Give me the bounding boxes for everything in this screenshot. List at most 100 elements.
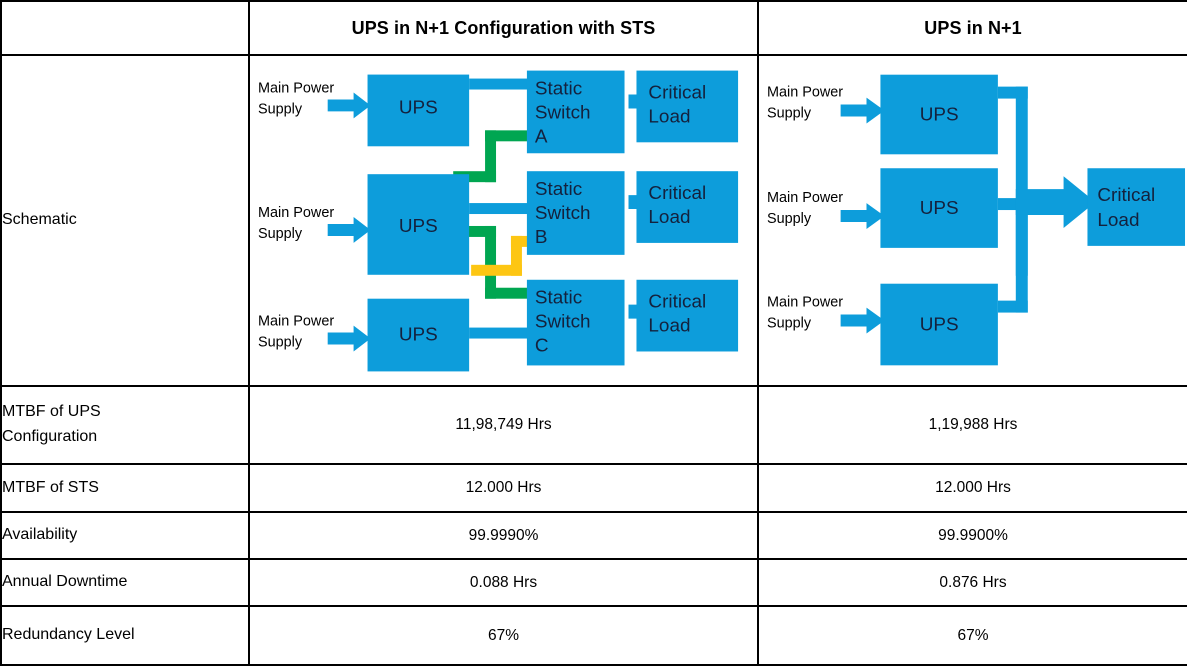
plain-source-1-line2: Supply (767, 105, 812, 121)
source-label-3-line2: Supply (258, 335, 303, 351)
static-switch-c-line2: Switch (535, 312, 591, 333)
link-ups2-to-switch-b (469, 203, 573, 215)
row-label-mtbf-ups-line2: Configuration (2, 428, 98, 445)
ups-block-plain-1 (880, 74, 998, 155)
ups-block-plain-3-label: UPS (920, 314, 959, 335)
table-row-availability: Availability 99.9990% 99.9900% (0, 511, 1187, 560)
table-row-schematic: Schematic (0, 54, 1187, 387)
source-label-3-line1: Main Power (258, 314, 334, 330)
header-ups-n1-with-sts: UPS in N+1 Configuration with STS (248, 0, 759, 56)
value-availability-plain: 99.9900% (757, 511, 1187, 560)
static-switch-b-block (526, 171, 625, 255)
arrow-source-to-ups-1 (327, 92, 371, 119)
ups-block-3 (367, 298, 470, 372)
plain-source-3-line1: Main Power (767, 295, 843, 311)
schematic-ups-n1-with-sts: Main Power Supply UPS Static Switch A Cr… (248, 54, 759, 387)
bus-vertical-upper (1015, 86, 1028, 276)
link-ups1-to-switch-a (469, 78, 573, 90)
critical-load-3-line1: Critical (648, 292, 706, 313)
schematic-plain-diagram: Main Power Supply UPS Main Power Supply … (767, 74, 1186, 366)
ups-block-2-label: UPS (399, 216, 438, 237)
plain-row-3: Main Power Supply UPS (767, 283, 998, 366)
ups-block-plain-3 (880, 283, 998, 366)
link-green-from-ups2-down (453, 225, 497, 237)
critical-load-3-line2: Load (648, 316, 690, 337)
plain-row-1: Main Power Supply UPS (767, 74, 998, 155)
table-row-mtbf-sts: MTBF of STS 12.000 Hrs 12.000 Hrs (0, 463, 1187, 513)
table-row-annual-downtime: Annual Downtime 0.088 Hrs 0.876 Hrs (0, 558, 1187, 607)
value-redundancy-sts: 67% (248, 605, 759, 666)
source-label-2-line2: Supply (258, 226, 303, 242)
ups-block-1 (367, 74, 470, 147)
schematic-sts-diagram: Main Power Supply UPS Static Switch A Cr… (258, 70, 739, 372)
value-redundancy-plain: 67% (757, 605, 1187, 666)
link-ups3-to-switch-c (469, 327, 573, 339)
source-label-1-line2: Supply (258, 101, 303, 117)
bus-stub-ups2 (997, 198, 1028, 211)
sts-row-3: Main Power Supply UPS Static Switch C Cr… (258, 279, 739, 372)
critical-load-plain-line1: Critical (1097, 185, 1155, 206)
critical-load-block-1 (636, 70, 739, 143)
value-availability-sts: 99.9990% (248, 511, 759, 560)
link-green-vertical-1 (485, 130, 497, 183)
static-switch-b-line1: Static (535, 179, 582, 200)
ups-block-plain-2-label: UPS (920, 198, 959, 219)
link-yellow-to-ups3 (471, 264, 522, 276)
ups-block-3-label: UPS (399, 325, 438, 346)
value-mtbf-sts-col-sts: 12.000 Hrs (248, 463, 759, 513)
ups-block-plain-1-label: UPS (920, 104, 959, 125)
row-label-mtbf-ups-line1: MTBF of UPS (2, 403, 101, 421)
value-mtbf-sts-col-plain: 12.000 Hrs (757, 463, 1187, 513)
row-label-redundancy-level: Redundancy Level (0, 605, 250, 666)
plain-source-3-line2: Supply (767, 315, 812, 331)
schematic-ups-n1: Main Power Supply UPS Main Power Supply … (757, 54, 1187, 387)
header-ups-n1: UPS in N+1 (757, 0, 1187, 56)
table-header-row: UPS in N+1 Configuration with STS UPS in… (0, 0, 1187, 56)
static-switch-b-line2: Switch (535, 203, 591, 224)
static-switch-c-line3: C (535, 335, 549, 356)
value-mtbf-ups-plain: 1,19,988 Hrs (757, 385, 1187, 465)
ups-block-1-label: UPS (399, 97, 438, 118)
table-row-redundancy-level: Redundancy Level 67% 67% (0, 605, 1187, 666)
value-annual-downtime-sts: 0.088 Hrs (248, 558, 759, 607)
link-yellow-vertical (510, 235, 522, 276)
sts-row-2: Main Power Supply UPS Static Switch B Cr… (258, 171, 739, 275)
static-switch-a-line3: A (535, 126, 548, 147)
static-switch-c-block (526, 279, 625, 366)
source-label-1-line1: Main Power (258, 81, 334, 97)
plain-load: Critical Load (1087, 168, 1186, 246)
plain-bus-layer (997, 86, 1096, 313)
row-label-mtbf-sts: MTBF of STS (0, 463, 250, 513)
row-label-mtbf-ups-configuration: MTBF of UPS Configuration (0, 385, 250, 465)
bus-stub-ups3 (997, 300, 1028, 313)
link-green-from-ups2 (453, 171, 497, 183)
ups-block-2 (367, 174, 470, 275)
arrow-source-to-ups-plain-1 (840, 97, 885, 124)
critical-load-plain-line2: Load (1097, 210, 1139, 231)
static-switch-b-line3: B (535, 227, 548, 248)
static-switch-c-line1: Static (535, 288, 582, 309)
arrow-bus-to-critical-load (1015, 176, 1096, 228)
table-row-mtbf-ups-configuration: MTBF of UPS Configuration 11,98,749 Hrs … (0, 385, 1187, 465)
row-label-schematic: Schematic (0, 54, 250, 387)
bus-stub-ups1 (997, 86, 1028, 99)
row-label-annual-downtime: Annual Downtime (0, 558, 250, 607)
header-corner-cell (0, 0, 250, 56)
static-switch-a-line2: Switch (535, 102, 591, 123)
arrow-source-to-ups-plain-3 (840, 307, 885, 334)
critical-load-1-line2: Load (648, 106, 690, 127)
critical-load-block-plain (1087, 168, 1186, 246)
static-switch-a-block (526, 70, 625, 154)
critical-load-block-2 (636, 171, 739, 243)
value-annual-downtime-plain: 0.876 Hrs (757, 558, 1187, 607)
ups-block-plain-2 (880, 168, 998, 248)
value-mtbf-ups-sts: 11,98,749 Hrs (248, 385, 759, 465)
row-label-availability: Availability (0, 511, 250, 560)
plain-source-1-line1: Main Power (767, 85, 843, 101)
critical-load-2-line2: Load (648, 207, 690, 228)
plain-source-2-line1: Main Power (767, 190, 843, 206)
critical-load-2-line1: Critical (648, 183, 706, 204)
critical-load-block-3 (636, 279, 739, 352)
